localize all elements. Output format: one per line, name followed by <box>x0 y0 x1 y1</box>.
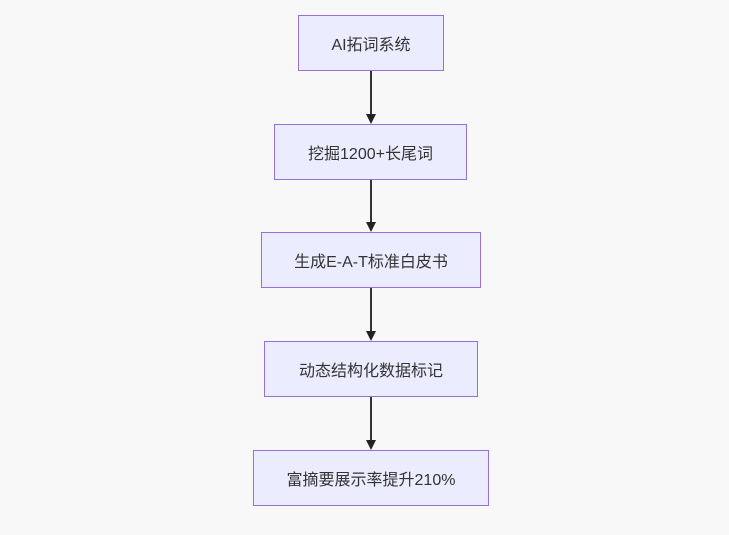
flow-edge-2 <box>370 180 372 223</box>
flow-node-ai-keyword-system: AI拓词系统 <box>298 15 444 71</box>
flow-node-label: AI拓词系统 <box>331 37 411 54</box>
flow-node-label: 生成E-A-T标准白皮书 <box>294 254 448 271</box>
flow-node-longtail-mining: 挖掘1200+长尾词 <box>274 124 467 180</box>
arrowhead-down-icon <box>366 114 376 124</box>
flow-node-label: 动态结构化数据标记 <box>298 363 443 380</box>
flow-node-label: 富摘要展示率提升210% <box>286 472 456 489</box>
flow-node-eat-whitepaper: 生成E-A-T标准白皮书 <box>261 232 481 288</box>
arrowhead-down-icon <box>366 331 376 341</box>
flow-edge-1 <box>370 71 372 115</box>
flow-node-label: 挖掘1200+长尾词 <box>308 146 433 163</box>
flow-node-rich-snippet-result: 富摘要展示率提升210% <box>253 450 489 506</box>
flow-edge-4 <box>370 397 372 441</box>
arrowhead-down-icon <box>366 440 376 450</box>
flow-edge-3 <box>370 288 372 332</box>
arrowhead-down-icon <box>366 222 376 232</box>
flow-node-structured-data-markup: 动态结构化数据标记 <box>264 341 478 397</box>
